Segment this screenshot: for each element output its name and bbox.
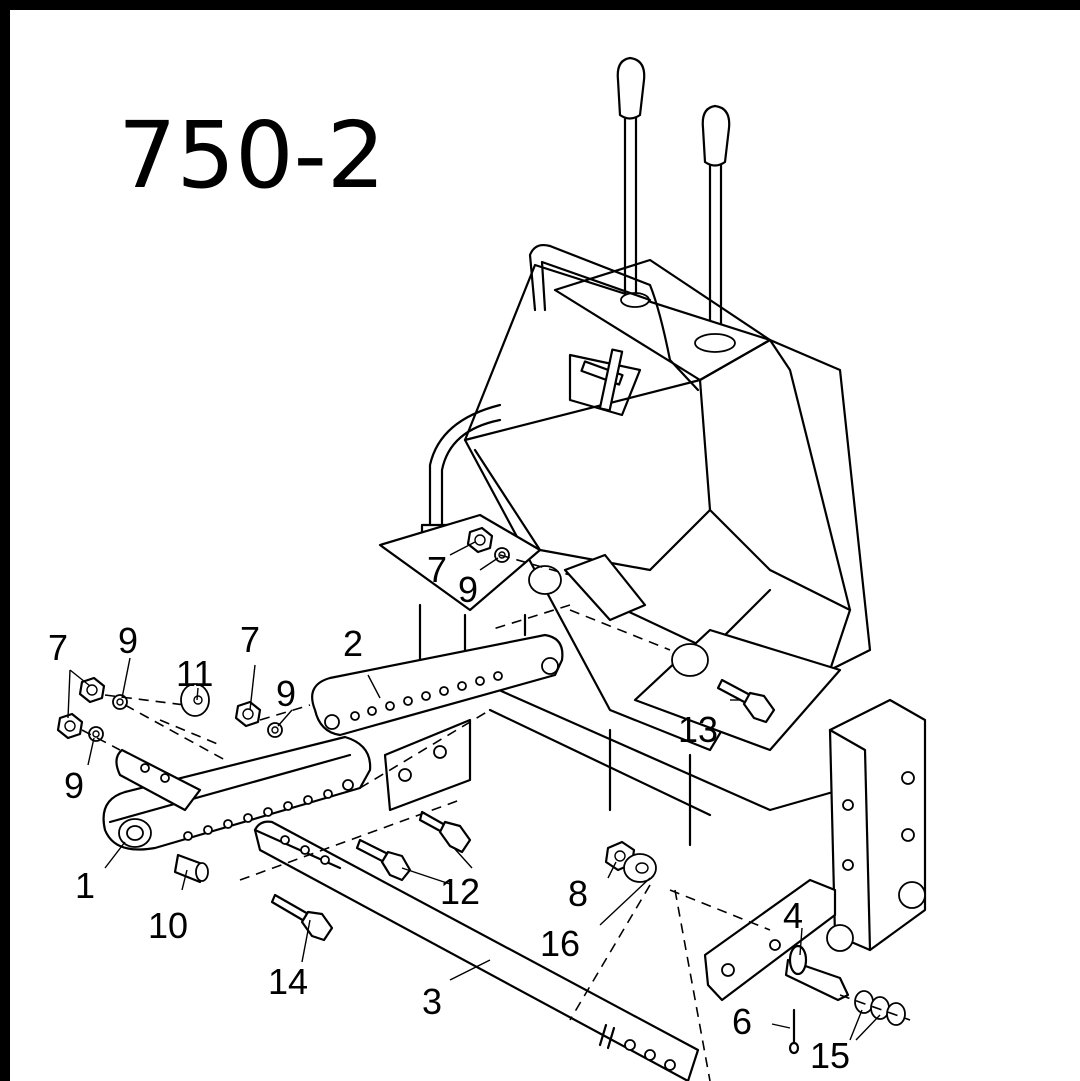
lower-frame xyxy=(383,603,842,847)
part-callouts: 7 9 2 11 7 9 7 9 13 1 10 12 8 16 4 14 3 … xyxy=(48,549,850,1076)
frame-tower xyxy=(463,258,872,752)
callout-9: 9 xyxy=(276,673,296,714)
nuts-and-washers xyxy=(56,526,906,1026)
callout-1: 1 xyxy=(75,865,95,906)
callout-9: 9 xyxy=(458,569,478,610)
diagram-page: 750-2 xyxy=(10,10,1080,1081)
callout-9: 9 xyxy=(118,620,138,661)
callout-3: 3 xyxy=(422,981,442,1022)
side-bracket xyxy=(826,698,927,952)
link-1 xyxy=(102,735,372,851)
page-title: 750-2 xyxy=(118,102,386,209)
callout-16: 16 xyxy=(540,923,580,964)
callout-2: 2 xyxy=(343,623,363,664)
leader-lines xyxy=(67,541,881,1041)
cotter-pin-6 xyxy=(788,1008,800,1055)
callout-13: 13 xyxy=(678,709,718,750)
link-3 xyxy=(253,820,700,1081)
callout-7: 7 xyxy=(48,627,68,668)
callout-12: 12 xyxy=(440,871,480,912)
side-tube xyxy=(428,403,502,527)
pin-4 xyxy=(784,944,850,1002)
callout-10: 10 xyxy=(148,905,188,946)
base-plate-left xyxy=(378,513,542,612)
bolt-14 xyxy=(270,893,334,942)
bolt-12b xyxy=(355,838,412,882)
callout-14: 14 xyxy=(268,961,308,1002)
cross-bracket xyxy=(703,878,837,1002)
callout-4: 4 xyxy=(783,895,803,936)
shift-gate xyxy=(568,348,642,417)
callout-7: 7 xyxy=(427,549,447,590)
assembly-lines xyxy=(81,554,911,1081)
callout-8: 8 xyxy=(568,873,588,914)
callout-11: 11 xyxy=(176,653,213,694)
link-2 xyxy=(311,633,564,737)
bolt-13 xyxy=(716,678,776,724)
callout-6: 6 xyxy=(732,1001,752,1042)
bolt-12a xyxy=(418,810,472,854)
callout-15: 15 xyxy=(810,1035,850,1076)
callout-9: 9 xyxy=(64,765,84,806)
callout-7: 7 xyxy=(240,619,260,660)
parts-diagram: 7 9 2 11 7 9 7 9 13 1 10 12 8 16 4 14 3 … xyxy=(48,56,927,1081)
handle-bar xyxy=(528,243,700,392)
control-lever-right xyxy=(701,104,731,342)
